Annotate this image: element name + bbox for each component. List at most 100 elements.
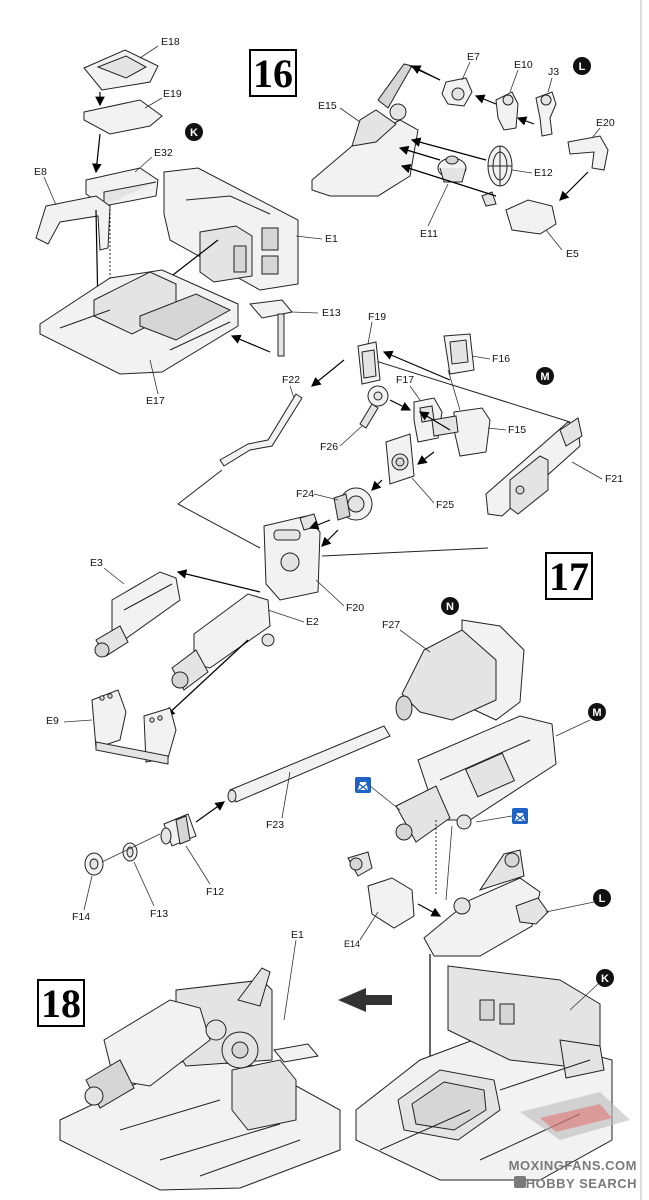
label-f21: F21 — [605, 473, 623, 485]
label-f16: F16 — [492, 353, 510, 365]
label-e7: E7 — [467, 51, 480, 63]
part-e7 — [441, 77, 473, 107]
marker-m-17-letter: M — [540, 371, 549, 383]
label-e17: E17 — [146, 395, 165, 407]
part-f26 — [359, 385, 389, 429]
assembly-arrow — [338, 988, 392, 1012]
label-e32: E32 — [154, 147, 173, 159]
part-e11 — [437, 155, 467, 183]
label-e1: E1 — [325, 233, 338, 245]
watermark-badge-icon — [514, 1176, 526, 1188]
label-e9: E9 — [46, 715, 59, 727]
watermark: MOXINGFANS.COM HOBBY SEARCH — [509, 1092, 637, 1191]
marker-m-assembly — [588, 703, 606, 721]
step-16-box — [249, 49, 297, 97]
marker-k-18-letter: K — [601, 973, 609, 985]
step-18-section: 18 E1 — [37, 929, 614, 1191]
part-f14 — [84, 852, 104, 876]
label-e15: E15 — [318, 100, 337, 112]
part-f27 — [395, 619, 525, 721]
label-f19: F19 — [368, 311, 386, 323]
part-f16 — [443, 333, 475, 375]
gun-mount-subassembly: L E15 E7 E10 J3 — [311, 51, 615, 260]
watermark-line-1: MOXINGFANS.COM — [509, 1158, 637, 1173]
label-e10: E10 — [514, 59, 533, 71]
part-e17 — [39, 269, 239, 375]
glue-icon-1 — [355, 777, 371, 793]
label-e11: E11 — [420, 228, 438, 240]
label-e5: E5 — [566, 248, 579, 260]
marker-n — [441, 597, 459, 615]
part-f22 — [219, 393, 303, 467]
part-e3 — [94, 571, 181, 658]
label-f24: F24 — [296, 488, 314, 500]
label-e13: E13 — [322, 307, 341, 319]
label-e14: E14 — [344, 939, 360, 949]
part-e20 — [567, 135, 609, 171]
part-e9 — [91, 689, 177, 765]
part-e14 — [347, 851, 415, 929]
label-f22: F22 — [282, 374, 300, 386]
part-f24 — [333, 487, 373, 521]
part-f15 — [431, 407, 491, 457]
part-f21 — [485, 417, 583, 517]
label-f12: F12 — [206, 886, 224, 898]
label-j3: J3 — [548, 66, 559, 78]
marker-k-16-letter: K — [190, 127, 198, 139]
part-e5 — [481, 191, 557, 235]
label-f26: F26 — [320, 441, 338, 453]
label-f20: F20 — [346, 602, 364, 614]
label-f14: F14 — [72, 911, 90, 923]
assembled-gun-m — [395, 715, 557, 843]
glue-icon-2 — [512, 808, 528, 824]
part-j3 — [535, 91, 557, 137]
step-17-number: 17 — [549, 554, 589, 599]
label-e12: E12 — [534, 167, 553, 179]
part-e18 — [83, 49, 159, 91]
label-f25: F25 — [436, 499, 454, 511]
marker-l-top-letter: L — [579, 61, 586, 73]
step-17-section: F21 F19 F16 M F17 — [46, 311, 623, 1082]
label-e18: E18 — [161, 36, 180, 48]
part-e19 — [83, 99, 163, 135]
label-f13: F13 — [150, 908, 168, 920]
part-e15 — [311, 63, 419, 197]
part-e1 — [163, 167, 299, 291]
label-e8: E8 — [34, 166, 47, 178]
step-17-box — [545, 552, 593, 600]
marker-l-assembly-letter: L — [599, 893, 606, 905]
label-f27: F27 — [382, 619, 400, 631]
label-e3: E3 — [90, 557, 103, 569]
part-f25 — [385, 433, 415, 485]
part-e13 — [249, 299, 293, 357]
marker-n-letter: N — [446, 601, 454, 613]
part-e12 — [487, 145, 513, 187]
watermark-logo-icon — [520, 1092, 630, 1140]
marker-k-16 — [185, 123, 203, 141]
completed-assembly — [59, 967, 341, 1191]
marker-m-17 — [536, 367, 554, 385]
marker-k-18 — [596, 969, 614, 987]
label-e20: E20 — [596, 117, 615, 129]
step-18-box — [37, 979, 85, 1027]
step-18-number: 18 — [41, 981, 81, 1026]
label-e1-step18: E1 — [291, 929, 304, 941]
label-f17: F17 — [396, 374, 414, 386]
step-16-section: 16 E18 E19 K E32 E8 — [34, 36, 341, 407]
part-e10 — [495, 91, 519, 131]
marker-m-assembly-letter: M — [592, 707, 601, 719]
watermark-line-2: HOBBY SEARCH — [526, 1176, 637, 1191]
marker-l-top — [573, 57, 591, 75]
label-e2: E2 — [306, 616, 319, 628]
part-e8 — [35, 195, 111, 251]
part-e2 — [171, 593, 275, 691]
hull-assembly-k — [355, 965, 613, 1181]
label-f15: F15 — [508, 424, 526, 436]
step-16-number: 16 — [253, 51, 293, 96]
marker-l-assembly — [593, 889, 611, 907]
label-e19: E19 — [163, 88, 182, 100]
assembled-mount-l — [423, 849, 549, 957]
part-f23 — [227, 725, 391, 803]
part-f12 — [160, 813, 197, 847]
